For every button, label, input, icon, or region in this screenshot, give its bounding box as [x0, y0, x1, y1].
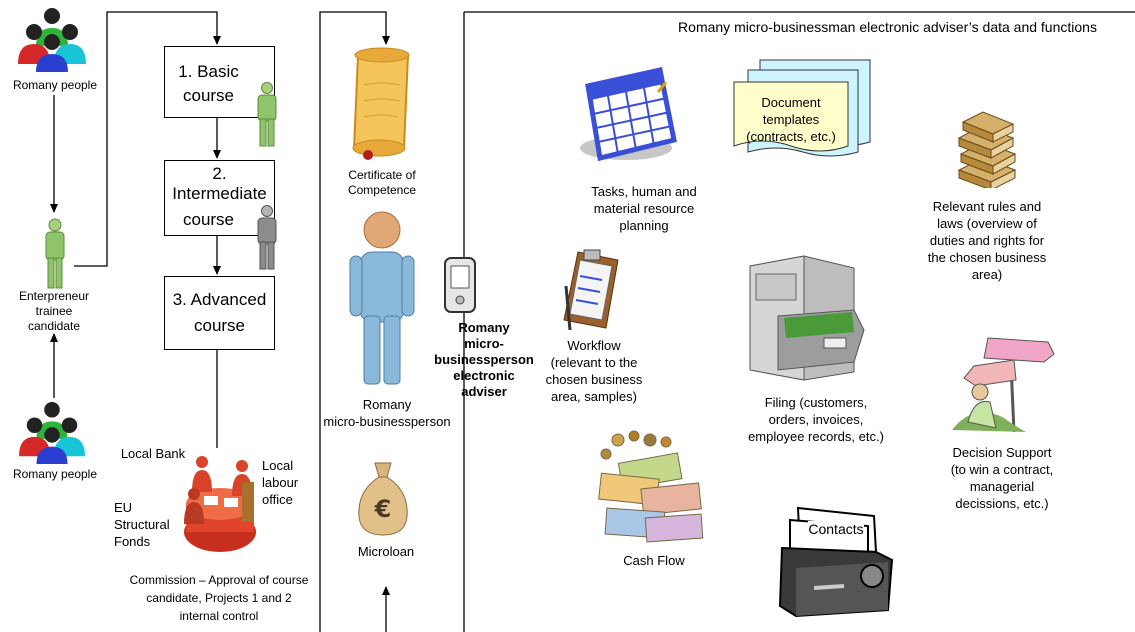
- decision-line-3: managerial: [969, 479, 1035, 494]
- certificate-line-2: Competence: [347, 183, 417, 197]
- basic-course-box: 1. Basic course: [164, 46, 275, 118]
- labour-line-2: labour: [262, 475, 299, 490]
- svg-text:€: €: [374, 495, 392, 523]
- commission-caption: Commission – Approval of course candidat…: [110, 571, 328, 625]
- calendar-icon: [580, 67, 677, 162]
- signpost-icon: [952, 337, 1055, 433]
- trainee-figure-icon: [257, 82, 277, 147]
- basic-course-line-1: 1. Basic: [178, 62, 239, 81]
- person-figure-icon: [349, 211, 415, 385]
- workflow-label: Workflow (relevant to the chosen busines…: [532, 337, 656, 405]
- people-group-icon: [18, 8, 86, 72]
- books-stack-icon: [957, 111, 1017, 188]
- romany-people-bottom-label: Romany people: [12, 467, 98, 481]
- trainee-line-3: candidate: [27, 319, 81, 333]
- file-cabinet-icon: [749, 255, 865, 381]
- tasks-line-3: planning: [619, 218, 669, 233]
- workflow-line-4: area, samples): [551, 389, 637, 404]
- basic-course-line-2: course: [182, 86, 235, 105]
- trainee-line-1: Enterpreneur: [18, 289, 90, 303]
- adviser-line-4: electronic adviser: [453, 368, 515, 399]
- adviser-label: Romany micro- businessperson electronic …: [432, 320, 536, 400]
- decision-line-1: Decision Support: [952, 445, 1052, 460]
- filing-line-2: orders, invoices,: [768, 412, 864, 427]
- workflow-line-3: chosen business: [545, 372, 643, 387]
- doc-templates-label: Document templates (contracts, etc.): [732, 94, 850, 145]
- rules-label: Relevant rules and laws (overview of dut…: [915, 198, 1059, 283]
- rules-line-3: duties and rights for: [929, 233, 1045, 248]
- doc-line-3: (contracts, etc.): [746, 129, 836, 144]
- commission-line-3: internal control: [179, 609, 259, 623]
- money-bag-icon: €: [358, 462, 408, 536]
- arrow-to-certificate: [319, 11, 390, 632]
- microloan-label: Microloan: [357, 544, 415, 559]
- certificate-label: Certificate of Competence: [330, 168, 434, 198]
- tasks-line-2: material resource: [593, 201, 695, 216]
- trainee-figure-icon: [257, 205, 277, 270]
- trainee-line-2: trainee: [35, 304, 73, 318]
- person-label: Romany micro-businessperson: [316, 396, 458, 430]
- arrow-trainee-to-basic: [74, 11, 221, 267]
- romany-people-top-label: Romany people: [12, 78, 98, 92]
- rules-line-5: area): [971, 267, 1003, 282]
- labour-line-1: Local: [262, 458, 294, 473]
- filing-line-1: Filing (customers,: [764, 395, 868, 410]
- intermediate-course-box: 2. Intermediate course: [164, 160, 275, 236]
- commission-line-2: candidate, Projects 1 and 2: [146, 591, 292, 605]
- tasks-label: Tasks, human and material resource plann…: [574, 183, 714, 234]
- rules-line-4: the chosen business: [927, 250, 1047, 265]
- commission-line-1: Commission – Approval of course: [129, 573, 309, 587]
- cashflow-label: Cash Flow: [623, 553, 685, 568]
- local-bank-label: Local Bank: [120, 446, 186, 461]
- workflow-line-1: Workflow: [567, 338, 621, 353]
- eu-line-3: Fonds: [114, 534, 151, 549]
- tasks-line-1: Tasks, human and: [591, 184, 697, 199]
- intermediate-course-line-1: 2.: [212, 164, 227, 183]
- workflow-line-2: (relevant to the: [550, 355, 638, 370]
- adviser-line-2: micro-: [464, 336, 504, 351]
- panel-title: Romany micro-businessman electronic advi…: [678, 19, 1097, 35]
- rules-line-2: laws (overview of: [937, 216, 1037, 231]
- eu-line-1: EU: [114, 500, 133, 515]
- advanced-course-line-1: 3. Advanced: [172, 290, 267, 309]
- person-line-1: Romany: [362, 397, 412, 412]
- people-group-icon: [19, 401, 85, 465]
- certificate-line-1: Certificate of: [348, 168, 416, 182]
- trainee-label: Enterpreneur trainee candidate: [0, 289, 108, 334]
- pda-device-icon: [444, 257, 476, 313]
- documents-icon: [733, 59, 871, 157]
- advanced-course-box: 3. Advanced course: [164, 276, 275, 350]
- decision-line-4: decissions, etc.): [955, 496, 1049, 511]
- labour-office-label: Local labour office: [262, 457, 302, 508]
- scroll-certificate-icon: [352, 47, 410, 160]
- decision-label: Decision Support (to win a contract, man…: [934, 444, 1070, 512]
- trainee-figure-icon: [45, 218, 65, 289]
- meeting-table-icon: [184, 456, 256, 552]
- clipboard-icon: [563, 249, 619, 330]
- banknotes-icon: [598, 430, 704, 543]
- doc-line-2: templates: [762, 112, 820, 127]
- filing-label: Filing (customers, orders, invoices, emp…: [727, 394, 905, 445]
- intermediate-course-line-3: course: [182, 210, 235, 229]
- adviser-line-1: Romany: [458, 320, 510, 335]
- labour-line-3: office: [262, 492, 293, 507]
- contacts-label: Contacts: [808, 521, 864, 538]
- decision-line-2: (to win a contract,: [950, 462, 1054, 477]
- adviser-line-3: businessperson: [434, 352, 534, 367]
- doc-line-1: Document: [761, 95, 821, 110]
- card-file-icon: [778, 506, 894, 618]
- advanced-course-line-2: course: [193, 316, 246, 335]
- filing-line-3: employee records, etc.): [748, 429, 884, 444]
- rules-line-1: Relevant rules and: [932, 199, 1042, 214]
- intermediate-course-line-2: Intermediate: [172, 184, 267, 203]
- eu-line-2: Structural: [114, 517, 170, 532]
- eu-funds-label: EU Structural Fonds: [114, 499, 184, 550]
- person-line-2: micro-businessperson: [323, 414, 451, 429]
